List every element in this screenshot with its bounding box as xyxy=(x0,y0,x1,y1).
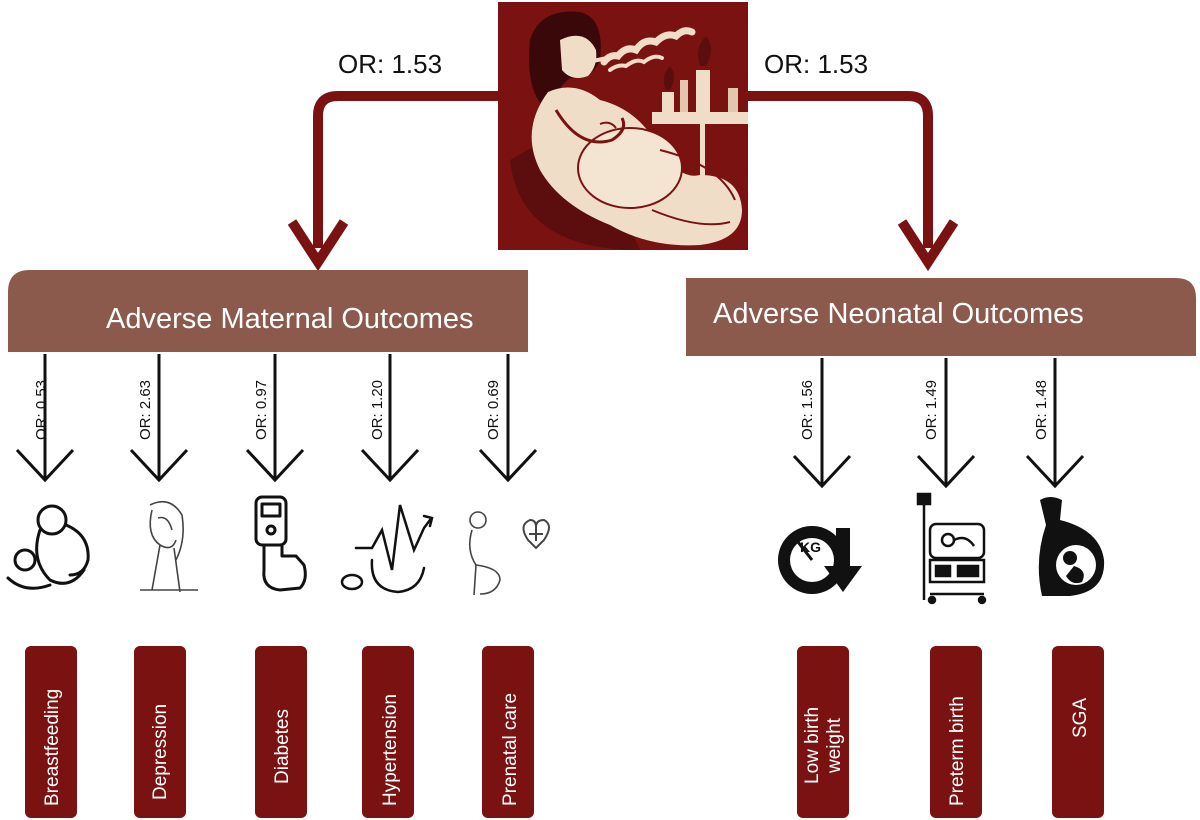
neonatal-header-band: Adverse Neonatal Outcomes xyxy=(686,278,1196,356)
incubator-icon xyxy=(916,492,987,605)
label-preterm-birth: Preterm birth xyxy=(947,696,968,806)
label-sga: SGA xyxy=(1070,698,1091,738)
prenatal-care-icon xyxy=(468,511,550,596)
neonatal-header-title: Adverse Neonatal Outcomes xyxy=(713,298,1084,330)
connector-arrow-left xyxy=(287,91,498,272)
glucometer-icon xyxy=(254,495,307,592)
label-depression: Depression xyxy=(150,704,171,800)
blood-pressure-icon xyxy=(340,504,434,594)
maternal-header-title: Adverse Maternal Outcomes xyxy=(106,303,473,335)
maternal-column-prenatal-care: OR: 0.69 Prenatal care xyxy=(468,354,550,818)
maternal-header-band: Adverse Maternal Outcomes xyxy=(8,270,528,352)
neonatal-column-sga: OR: 1.48 SGA xyxy=(1025,358,1105,818)
or-label-low-birth-weight: OR: 1.56 xyxy=(799,380,816,440)
label-breastfeeding: Breastfeeding xyxy=(42,689,63,806)
or-label-sga: OR: 1.48 xyxy=(1033,380,1050,440)
or-label-left: OR: 1.53 xyxy=(338,49,442,79)
label-diabetes: Diabetes xyxy=(272,709,293,784)
breastfeeding-icon xyxy=(6,504,90,590)
neonatal-column-preterm-birth: OR: 1.49 Preterm birth xyxy=(916,358,987,818)
connector-arrow-right xyxy=(748,91,959,272)
maternal-column-depression: OR: 2.63 Depression xyxy=(129,354,198,818)
neonatal-column-low-birth-weight: OR: 1.56 KG Low birth weight xyxy=(778,358,862,818)
fetus-icon xyxy=(1038,497,1105,596)
or-label-diabetes: OR: 0.97 xyxy=(253,380,270,440)
low-weight-icon: KG xyxy=(778,526,862,594)
maternal-column-breastfeeding: OR: 0.53 Breastfeeding xyxy=(6,354,90,818)
pregnant-woman-smoking-illustration xyxy=(498,2,748,250)
maternal-column-diabetes: OR: 0.97 Diabetes xyxy=(245,354,307,818)
or-label-breastfeeding: OR: 0.53 xyxy=(33,380,50,440)
or-label-depression: OR: 2.63 xyxy=(137,380,154,440)
maternal-column-hypertension: OR: 1.20 Hypertension xyxy=(340,354,434,818)
depression-icon xyxy=(140,500,198,593)
or-label-hypertension: OR: 1.20 xyxy=(369,380,386,440)
svg-text:Low birth: Low birth xyxy=(802,707,823,784)
or-label-right: OR: 1.53 xyxy=(764,49,868,79)
label-prenatal-care: Prenatal care xyxy=(500,693,521,806)
or-label-prenatal-care: OR: 0.69 xyxy=(485,380,502,440)
or-label-preterm-birth: OR: 1.49 xyxy=(923,380,940,440)
label-hypertension: Hypertension xyxy=(380,694,401,806)
svg-text:weight: weight xyxy=(824,717,845,774)
label-low-birth-weight: Low birth weight xyxy=(802,707,845,784)
